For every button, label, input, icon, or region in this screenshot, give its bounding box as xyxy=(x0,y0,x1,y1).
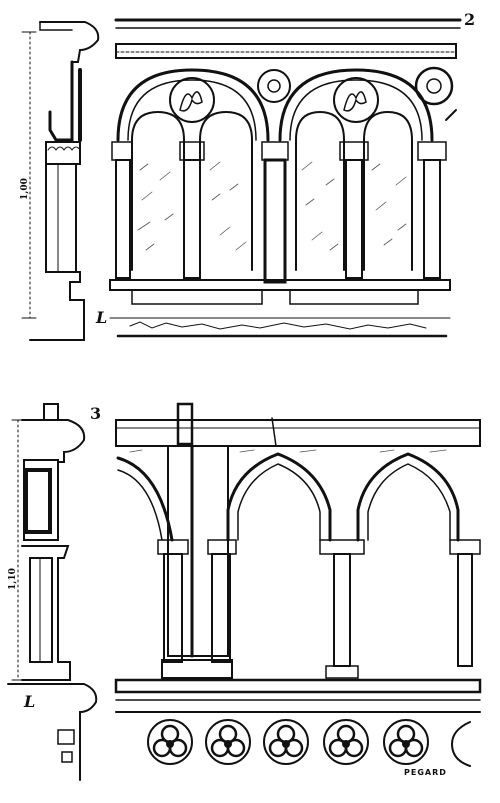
top-profile-section xyxy=(21,21,100,341)
trefoil-ornament xyxy=(205,719,251,765)
figure-number-bottom: 3 xyxy=(90,404,102,423)
scale-mark-bottom: L xyxy=(24,692,36,711)
bottom-arcade-elevation xyxy=(114,402,482,767)
engraver-signature: PEGARD xyxy=(404,768,447,777)
trefoil-ornament xyxy=(383,719,429,765)
dimension-label-bottom: 1,10 xyxy=(8,568,18,590)
dimension-label-top: 1,00 xyxy=(20,178,30,200)
bottom-profile-section xyxy=(7,403,98,781)
trefoil-ornament xyxy=(323,719,369,765)
top-arcade-elevation xyxy=(109,18,462,338)
scale-mark-top: L xyxy=(96,308,108,327)
trefoil-frieze xyxy=(147,719,471,767)
trefoil-ornament xyxy=(147,719,193,765)
figure-number-top: 2 xyxy=(464,10,476,29)
trefoil-ornament xyxy=(263,719,309,765)
trefoil-ornament-partial xyxy=(450,721,471,767)
